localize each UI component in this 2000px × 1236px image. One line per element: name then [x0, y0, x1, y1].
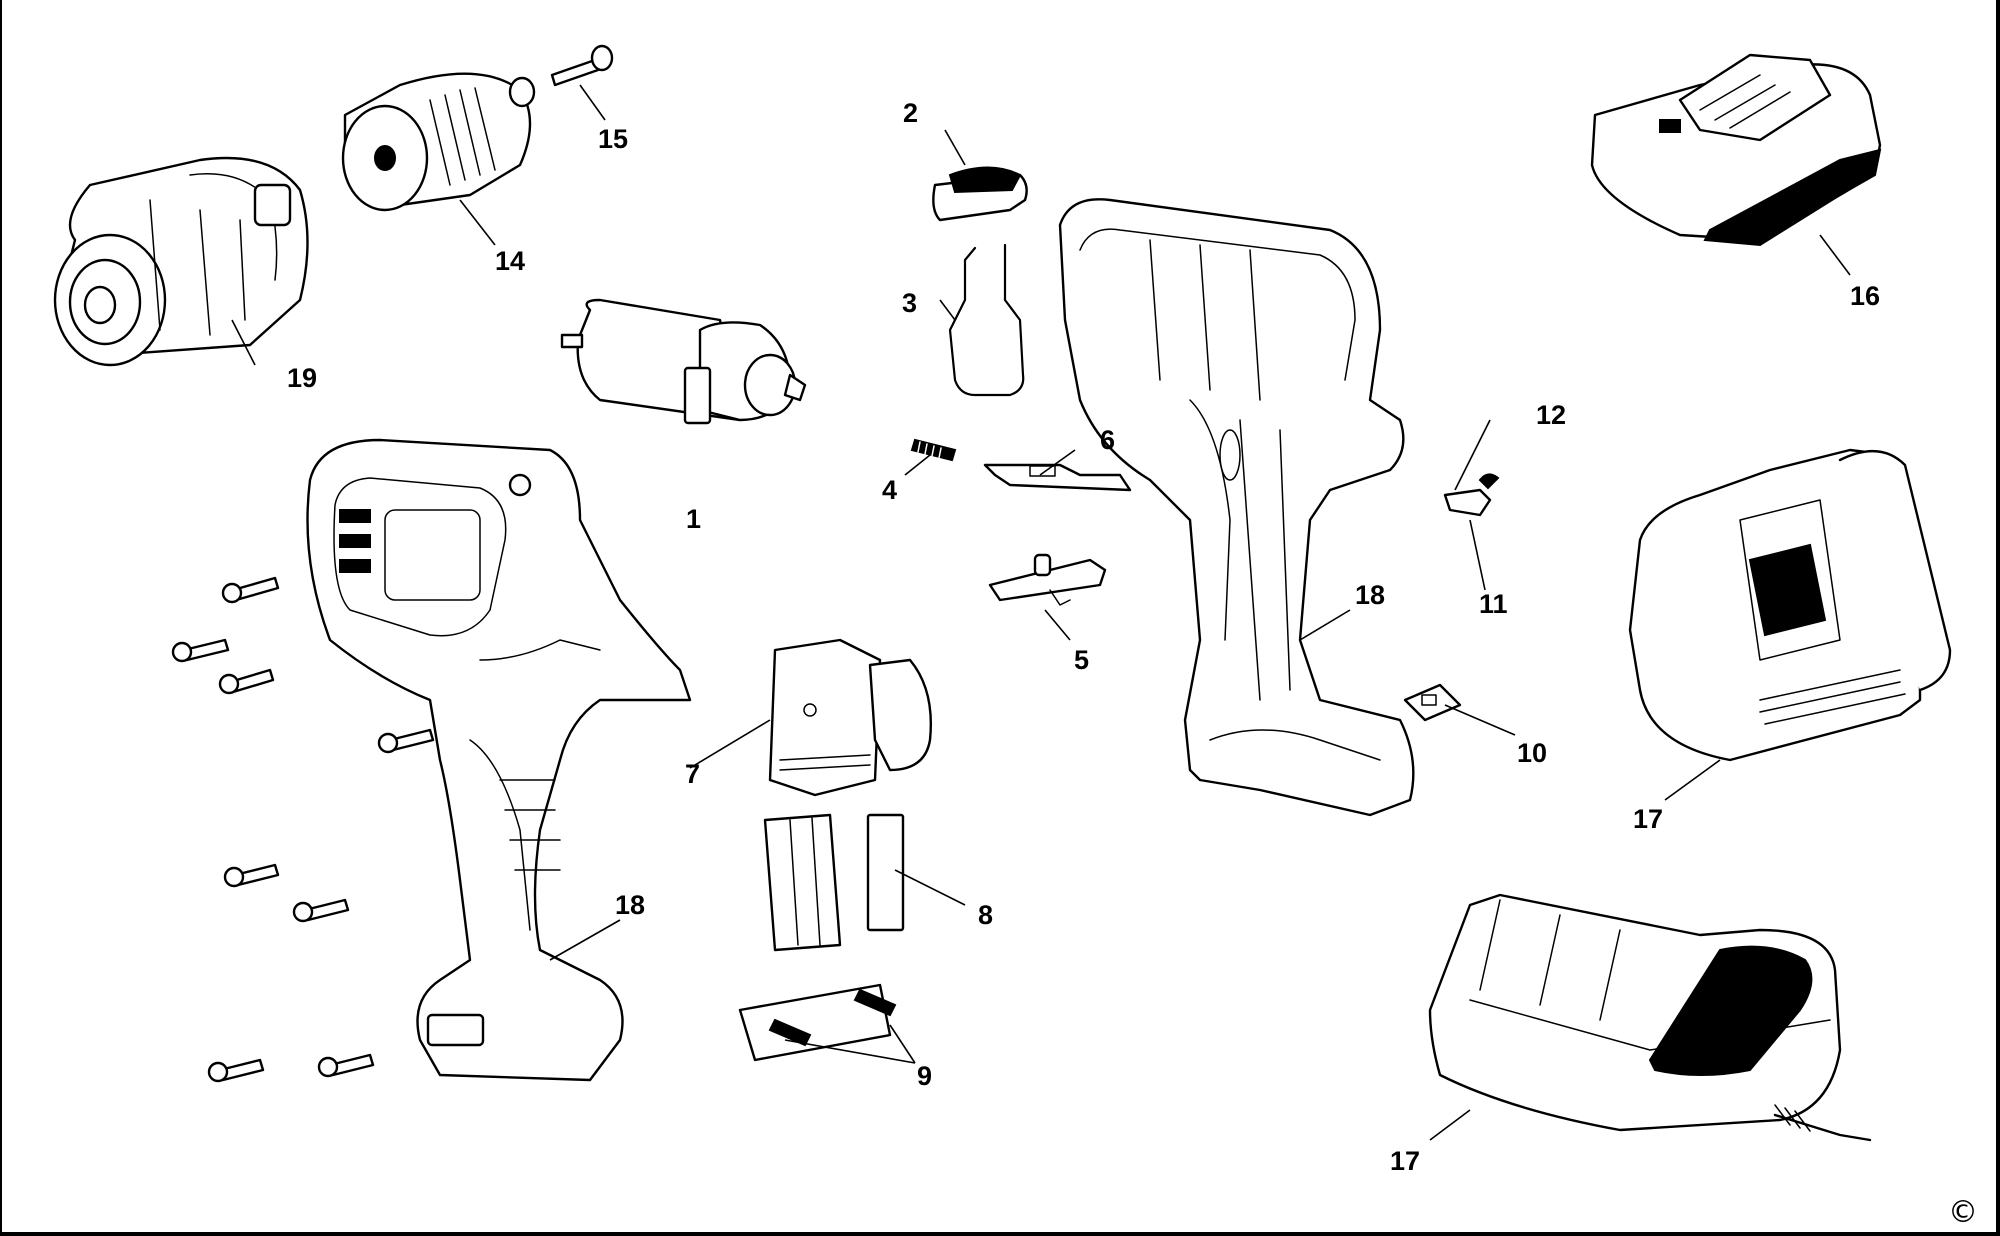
label-16: 16: [1850, 281, 1880, 311]
left-housing-part: [306, 438, 692, 1082]
right-housing-part: [1058, 198, 1415, 817]
label-18-left: 18: [615, 890, 645, 920]
label-9: 9: [917, 1061, 932, 1091]
bottom-border: [0, 1232, 2000, 1236]
clip-part: [1403, 683, 1462, 722]
left-border: [0, 0, 2, 1236]
spring-clip-part: [948, 243, 1025, 397]
label-1: 1: [686, 504, 701, 534]
battery-part: [1590, 53, 1882, 247]
label-15: 15: [598, 124, 628, 154]
charger-base-part: [1428, 893, 1872, 1142]
label-7: 7: [685, 759, 700, 789]
gearbox-part: [53, 156, 309, 367]
right-border: [1996, 0, 2000, 1236]
insulator-sheet-part: [866, 813, 905, 932]
label-6: 6: [1100, 425, 1115, 455]
chuck-screw-part: [550, 44, 614, 87]
label-17-lower: 17: [1390, 1146, 1420, 1176]
part-labels: 19 14 15 2 3 4 6 5 1 7 8 9 12 11 10 16 1…: [287, 98, 1978, 1230]
label-11: 11: [1479, 589, 1508, 619]
slide-plate-part: [983, 463, 1132, 492]
label-12: 12: [1536, 400, 1566, 430]
small-latch-part: [1443, 473, 1500, 517]
terminal-block-part: [738, 813, 897, 1062]
leader-lines: [231, 84, 1851, 1141]
label-17-upper: 17: [1633, 804, 1663, 834]
copyright-mark: ©: [1948, 1195, 1978, 1230]
charger-part: [1628, 448, 1952, 762]
chuck-part: [341, 72, 536, 212]
housing-screws-part: [171, 576, 435, 1083]
label-5: 5: [1074, 645, 1089, 675]
label-18-right: 18: [1355, 580, 1385, 610]
label-10: 10: [1517, 738, 1547, 768]
label-14: 14: [495, 246, 525, 276]
label-19: 19: [287, 363, 317, 393]
trigger-switch-part: [768, 638, 932, 797]
direction-knob-part: [932, 166, 1028, 222]
label-8: 8: [978, 900, 993, 930]
label-2: 2: [903, 98, 918, 128]
motor-part: [560, 298, 807, 425]
label-3: 3: [902, 288, 917, 318]
spring-part: [910, 438, 957, 462]
switch-slider-part: [988, 553, 1107, 606]
label-4: 4: [882, 475, 897, 505]
